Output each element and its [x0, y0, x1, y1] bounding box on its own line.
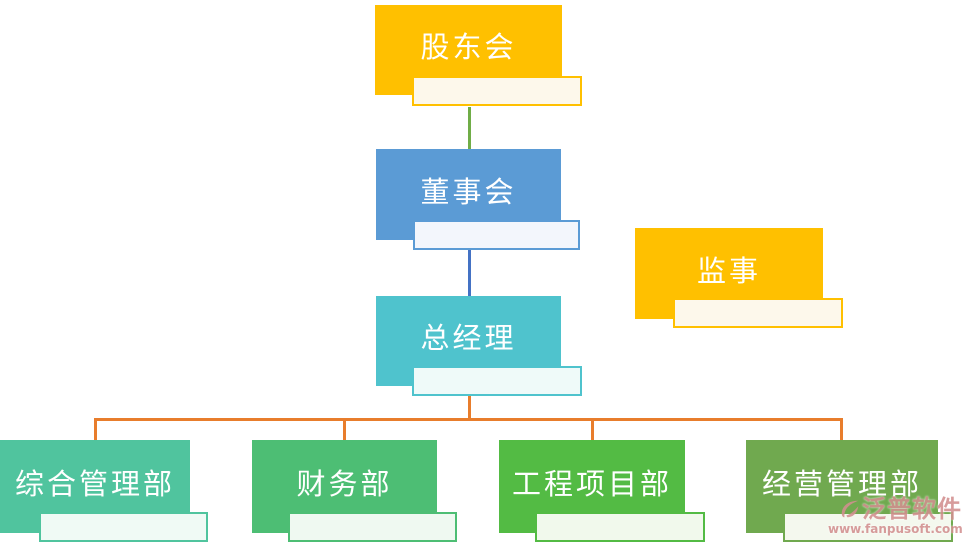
org-node-label: 财务部 — [296, 466, 393, 501]
watermark-brand-text: 泛普软件 — [862, 495, 962, 523]
org-node-label: 总经理 — [420, 321, 517, 355]
org-node-finance-dept-subshape — [288, 512, 457, 542]
org-node-business-management-dept-subshape — [783, 512, 953, 542]
org-node-label: 董事会 — [420, 174, 517, 209]
org-node-label: 监事 — [696, 253, 761, 288]
watermark-url-text: www.fanpusoft.com — [828, 522, 962, 536]
connector-departments-bar — [94, 418, 843, 421]
org-node-board-subshape — [413, 220, 580, 250]
fanpu-watermark: 泛普软件 www.fanpusoft.com — [828, 497, 962, 535]
connector-drop-engineering — [591, 420, 594, 441]
connector-shareholders-board — [468, 107, 471, 149]
org-node-label: 经营管理部 — [761, 466, 922, 501]
org-node-shareholders-subshape — [412, 76, 582, 106]
org-node-label: 综合管理部 — [14, 466, 175, 501]
org-node-label: 工程项目部 — [511, 466, 672, 501]
org-node-label: 股东会 — [420, 30, 517, 64]
org-node-supervisor-subshape — [673, 298, 843, 328]
connector-gm-stem — [468, 396, 471, 421]
connector-drop-finance — [343, 420, 346, 441]
connector-drop-business — [840, 420, 843, 441]
org-node-general-admin-dept-subshape — [39, 512, 208, 542]
connector-board-gm — [468, 250, 471, 296]
fanpu-logo-icon — [841, 500, 859, 518]
connector-drop-general-admin — [94, 420, 97, 441]
org-node-supervisor[interactable]: 监事 — [635, 228, 823, 319]
org-node-general-manager-subshape — [412, 366, 582, 396]
org-node-engineering-project-dept-subshape — [535, 512, 705, 542]
